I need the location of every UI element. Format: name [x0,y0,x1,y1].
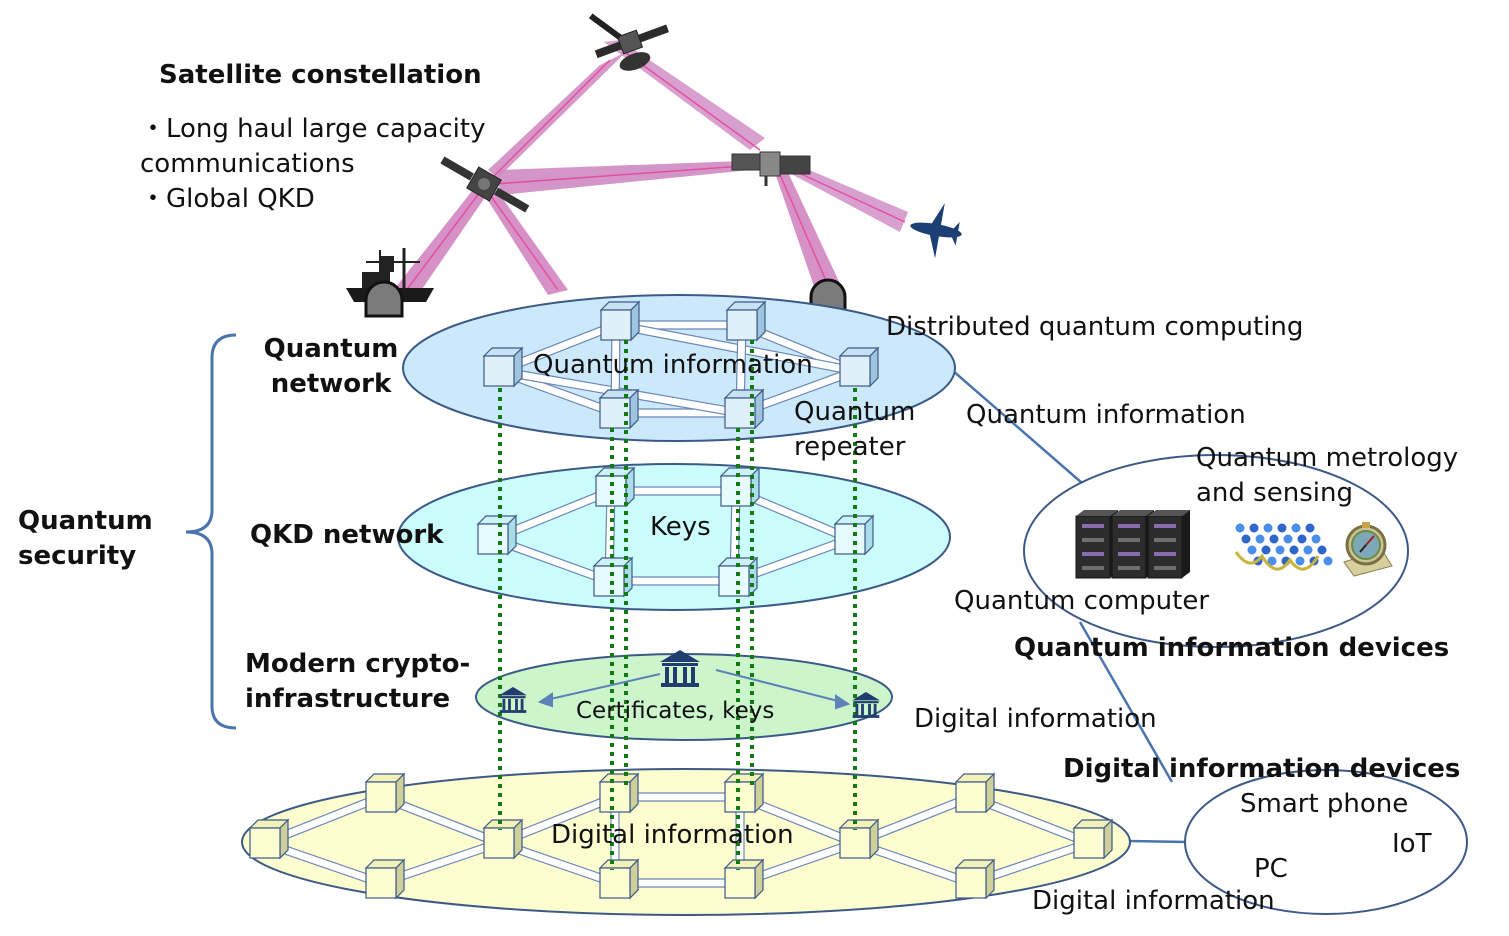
crypto-label-2: infrastructure [245,684,451,714]
satellite-beams [392,40,908,295]
quantum-repeater-label-2: repeater [794,432,906,462]
beam [488,52,626,178]
quantum-devices-label: Quantum information devices [1014,633,1450,663]
network-node [594,466,636,508]
server-icon [1075,510,1190,579]
network-node [954,772,996,814]
quantum-network-label-2: network [270,369,392,399]
digital-devices-label: Digital information devices [1063,754,1461,784]
network-node [598,858,640,900]
crypto-label-1: Modern crypto- [245,649,471,679]
quantum-layer [402,294,956,442]
quantum-security-label-2: security [18,541,137,571]
crypto-layer-label: Certificates, keys [576,698,775,724]
network-node [833,514,875,556]
satellite-bullet-1: ・Long haul large capacity [140,114,486,144]
satellite-icon [440,156,530,213]
network-node [482,818,524,860]
qkd-network-links [490,486,853,586]
network-node [248,818,290,860]
satellite-icon [588,13,669,71]
distributed-quantum-computing-label: Distributed quantum computing [886,312,1304,342]
iot-label: IoT [1392,829,1432,859]
smart-phone-label: Smart phone [1240,789,1409,819]
digital-information-bottom-label: Digital information [1032,886,1275,916]
pc-label: PC [1254,854,1288,884]
qkd-layer [397,463,951,611]
quantum-network-nodes [482,300,880,430]
network-node [598,772,640,814]
network-node [838,818,880,860]
layer-interconnects [498,340,857,870]
quantum-devices-oval [1023,454,1409,648]
qkd-network-label: QKD network [250,520,444,550]
sensor-lattice-icon [1234,523,1333,571]
quantum-network-label-1: Quantum [263,334,399,364]
quantum-computer-label: Quantum computer [954,586,1210,616]
network-node [1072,818,1114,860]
network-node [599,300,641,342]
digital-information-link-label: Digital information [914,704,1157,734]
network-node [838,346,880,388]
satellite-icon [731,151,811,186]
digital-devices-oval [1184,769,1468,915]
beam [392,186,486,292]
network-node [717,556,759,598]
network-node [364,772,406,814]
network-node [482,346,524,388]
network-node [725,300,767,342]
digital-layer-label: Digital information [551,820,794,850]
network-node [592,556,634,598]
digital-layer [241,768,1131,916]
network-node [598,388,640,430]
clock-icon [1343,522,1393,577]
bank-icon [499,687,527,713]
link-digital-devices [1127,839,1189,844]
quantum-repeater-label-1: Quantum [794,397,916,427]
network-node [723,858,765,900]
quantum-layer-label: Quantum information [533,350,813,380]
bank-icon [852,692,880,718]
digital-network-nodes [248,772,1114,900]
quantum-security-label-1: Quantum [18,506,153,536]
quantum-metrology-label-1: Quantum metrology [1196,443,1459,473]
ground-station-icon [364,280,404,318]
quantum-metrology-label-2: and sensing [1196,478,1353,508]
quantum-security-brace [185,333,237,730]
network-node [476,514,518,556]
satellite-bullet-2: ・Global QKD [140,184,315,214]
crypto-arrows [537,669,851,710]
beam [780,160,908,232]
network-node [723,772,765,814]
beam [498,160,770,195]
airplane-icon [910,203,962,259]
network-node [954,858,996,900]
link-devices-digital [1078,621,1174,783]
network-node [723,388,765,430]
satellite-title: Satellite constellation [159,60,482,90]
qkd-layer-label: Keys [650,512,711,542]
bank-icon [660,650,700,687]
satellite-bullet-1-cont: communications [140,149,355,179]
network-node [364,858,406,900]
link-quantum-network-devices [951,369,1083,484]
quantum-information-link-label: Quantum information [966,400,1246,430]
